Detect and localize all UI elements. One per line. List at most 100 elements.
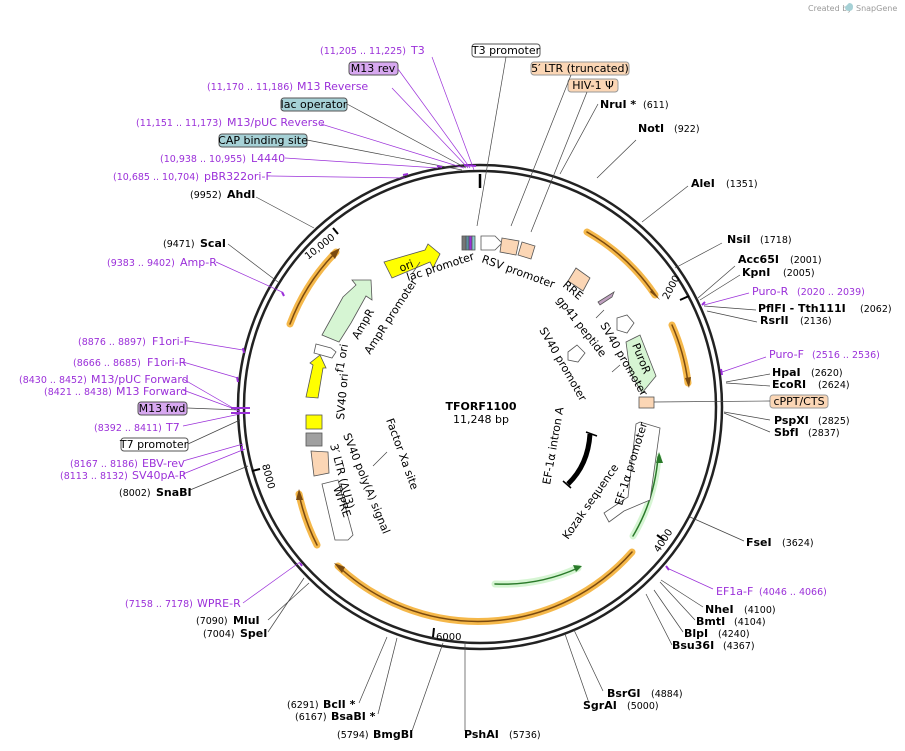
- size-ticks: [251, 227, 690, 638]
- primer-puro-r-range: (2020 .. 2039): [797, 287, 865, 298]
- primer-m13-forward-range: (8421 .. 8438): [44, 387, 112, 398]
- enzyme-bmti-pos: (4104): [734, 617, 766, 628]
- primer-f1ori-f: F1ori-F: [152, 335, 190, 348]
- label-factor-xa: Factor Xa site: [383, 417, 421, 492]
- enzyme-pflfi-pos: (2062): [860, 304, 892, 315]
- enzyme-pspxi: PspXI: [774, 414, 809, 427]
- enzyme-sgrai-pos: (5000): [627, 701, 659, 712]
- primer-sv40pa-r: SV40pA-R: [132, 469, 187, 482]
- credit-prefix: Created by: [808, 4, 852, 13]
- box-lac-operator: lac operator: [281, 98, 348, 111]
- enzyme-fsei-pos: (3624): [782, 538, 814, 549]
- enzyme-spei: SpeI: [240, 627, 267, 640]
- primer-t7: T7: [165, 421, 180, 434]
- enzyme-bsrgi-pos: (4884): [651, 689, 683, 700]
- primer-ef1a-f: EF1a-F: [716, 585, 753, 598]
- enzyme-bmti: BmtI: [696, 615, 725, 628]
- primer-t7-range: (8392 .. 8411): [94, 423, 162, 434]
- enzyme-snabi: SnaBI: [156, 486, 192, 499]
- primer-m13-forward: M13 Forward: [116, 385, 187, 398]
- enzyme-bmgbi: BmgBI: [373, 728, 413, 741]
- enzyme-nrui: NruI *: [600, 98, 636, 111]
- primer-f1ori-r: F1ori-R: [147, 356, 187, 369]
- enzyme-ecori: EcoRI: [772, 378, 806, 391]
- enzyme-fsei: FseI: [746, 536, 772, 549]
- primer-puro-r: Puro-R: [752, 285, 789, 298]
- primer-pbr322ori-range: (10,685 .. 10,704): [113, 172, 199, 183]
- label-f1-ori: f1 ori: [333, 343, 351, 374]
- enzyme-blpi: BlpI: [684, 627, 708, 640]
- box-cap-binding-site: CAP binding site: [218, 134, 308, 147]
- enzyme-bsabi-pos: (6167): [295, 712, 327, 723]
- primer-m13puc-reverse: M13/pUC Reverse: [227, 116, 325, 129]
- primer-sv40pa-r-range: (8113 .. 8132): [60, 471, 128, 482]
- enzyme-mlui: MluI: [233, 614, 260, 627]
- enzyme-sbfi: SbfI: [774, 426, 799, 439]
- label-rsv-promoter: RSV promoter: [480, 253, 557, 292]
- plasmid-name: TFORF1100: [446, 400, 517, 413]
- leader-lines: [182, 56, 771, 732]
- enzyme-mlui-pos: (7090): [196, 616, 228, 627]
- primer-marks: [231, 164, 723, 571]
- enzyme-acc65i: Acc65I: [738, 253, 779, 266]
- tick-4000: 4000: [652, 527, 675, 554]
- enzyme-nrui-pos: (611): [643, 100, 669, 111]
- top-boxes: T3 promoter 5′ LTR (truncated) HIV-1 Ψ M…: [119, 43, 829, 452]
- tick-6000: 6000: [436, 632, 461, 643]
- enzyme-bsu36i: Bsu36I: [672, 639, 714, 652]
- primer-m13puc-reverse-range: (11,151 .. 11,173): [136, 118, 222, 129]
- primer-ef1a-f-range: (4046 .. 4066): [759, 587, 827, 598]
- enzyme-hpai-pos: (2620): [811, 368, 843, 379]
- primer-puro-f: Puro-F: [769, 348, 804, 361]
- primer-amp-r: Amp-R: [180, 256, 217, 269]
- box-5-ltr: 5′ LTR (truncated): [531, 62, 629, 75]
- primer-m13puc-forward: M13/pUC Forward: [91, 373, 189, 386]
- primer-wpre-r: WPRE-R: [197, 597, 241, 610]
- enzyme-pshai-pos: (5736): [509, 730, 541, 741]
- snapgene-logo-icon: [845, 3, 853, 11]
- box-t7-promoter: T7 promoter: [119, 438, 189, 451]
- primer-l4440-range: (10,938 .. 10,955): [160, 154, 246, 165]
- primer-m13-reverse: M13 Reverse: [297, 80, 368, 93]
- enzyme-nhei-pos: (4100): [744, 605, 776, 616]
- primer-ebv-rev: EBV-rev: [142, 457, 185, 470]
- enzyme-bcli-pos: (6291): [287, 700, 319, 711]
- inner-features: [305, 235, 661, 541]
- enzyme-ahdi-pos: (9952): [190, 190, 222, 201]
- label-ef1a-intron: EF-1α intron A: [540, 406, 566, 486]
- primer-f1ori-f-range: (8876 .. 8897): [78, 337, 146, 348]
- enzyme-pflfi: PflFI - Tth111I: [758, 302, 846, 315]
- enzyme-sgrai: SgrAI: [583, 699, 617, 712]
- primer-wpre-r-range: (7158 .. 7178): [125, 599, 193, 610]
- enzyme-alei-pos: (1351): [726, 179, 758, 190]
- enzyme-rsrii: RsrII: [760, 314, 789, 327]
- enzyme-kpni-pos: (2005): [783, 268, 815, 279]
- enzyme-scai-pos: (9471): [163, 239, 195, 250]
- enzyme-labels: NruI * (611) NotI (922) AleI (1351) NsiI…: [119, 98, 892, 741]
- enzyme-bcli: BclI *: [323, 698, 356, 711]
- enzyme-blpi-pos: (4240): [718, 629, 750, 640]
- primer-labels: (11,205 .. 11,225) T3 (11,170 .. 11,186)…: [19, 44, 880, 610]
- enzyme-ahdi: AhdI: [227, 188, 255, 201]
- credit-brand: SnapGene: [856, 4, 897, 13]
- enzyme-bsabi: BsaBI *: [331, 710, 376, 723]
- enzyme-acc65i-pos: (2001): [790, 255, 822, 266]
- tick-8000: 8000: [259, 463, 276, 490]
- enzyme-alei: AleI: [691, 177, 715, 190]
- primer-t3-range: (11,205 .. 11,225): [320, 46, 406, 57]
- enzyme-scai: ScaI: [200, 237, 226, 250]
- enzyme-hpai: HpaI: [772, 366, 801, 379]
- label-ori: ori: [397, 257, 415, 274]
- box-m13-fwd: M13 fwd: [139, 402, 186, 415]
- primer-f1ori-r-range: (8666 .. 8685): [73, 358, 141, 369]
- box-m13-rev: M13 rev: [351, 62, 396, 75]
- primer-t3: T3: [410, 44, 425, 57]
- box-cppt: cPPT/CTS: [773, 395, 824, 408]
- tick-2000: 2000: [661, 274, 683, 302]
- enzyme-nsii: NsiI: [727, 233, 751, 246]
- primer-m13puc-forward-range: (8430 .. 8452): [19, 375, 87, 386]
- enzyme-pshai: PshAI: [464, 728, 499, 741]
- box-hiv-psi: HIV-1 Ψ: [572, 79, 614, 92]
- enzyme-nhei: NheI: [705, 603, 734, 616]
